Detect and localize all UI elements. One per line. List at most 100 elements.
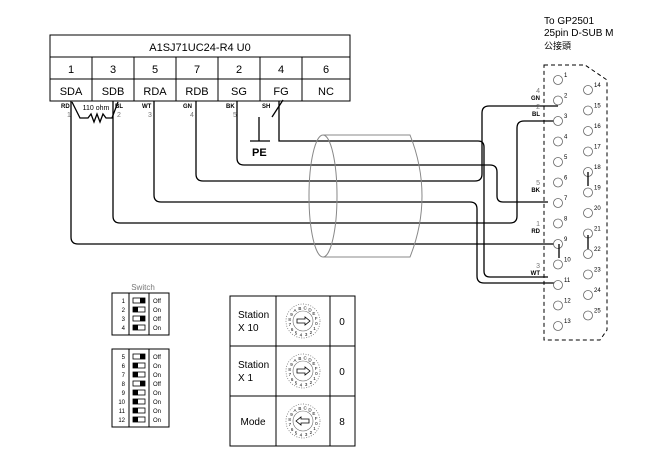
svg-text:3: 3	[148, 112, 152, 119]
dsub-pin	[553, 136, 563, 147]
dip-switch-row: 9 On	[122, 389, 161, 397]
svg-text:7: 7	[289, 322, 292, 327]
svg-text:SH: SH	[262, 104, 270, 110]
wire-wt-stub	[153, 101, 557, 284]
svg-text:8: 8	[288, 367, 291, 372]
svg-text:10: 10	[564, 258, 571, 264]
dip-switch-knob	[133, 408, 138, 413]
pin-number: 6	[323, 64, 329, 76]
svg-text:23: 23	[594, 268, 601, 274]
svg-text:Station: Station	[238, 310, 269, 321]
wire-gn	[195, 101, 558, 182]
svg-text:7: 7	[122, 373, 126, 379]
svg-text:10: 10	[118, 400, 125, 406]
dsub-pin	[583, 310, 593, 321]
svg-text:A: A	[294, 408, 297, 413]
svg-text:F: F	[315, 366, 318, 371]
dsub-pin	[553, 321, 563, 331]
dsub-pin	[583, 208, 593, 218]
dsub-pin	[553, 177, 563, 188]
svg-text:8: 8	[288, 317, 291, 322]
svg-text:11: 11	[564, 278, 571, 284]
svg-text:1: 1	[67, 112, 71, 119]
svg-text:3: 3	[305, 432, 308, 437]
dip-switch-state: On	[153, 418, 161, 424]
dsub-connector: To GP2501 25pin D-SUB M 公接頭 123456789101…	[531, 16, 613, 341]
svg-text:4: 4	[190, 112, 194, 119]
module-wire-label: GN 4	[183, 104, 194, 119]
wire-sh	[278, 101, 548, 278]
dip-switch-knob	[133, 417, 138, 422]
svg-text:6: 6	[122, 364, 126, 370]
svg-text:9: 9	[122, 391, 126, 397]
shield-ground: PE	[250, 99, 284, 159]
connector-wire-label: 4GN	[531, 88, 540, 102]
svg-text:0: 0	[315, 371, 318, 376]
svg-text:4: 4	[300, 382, 303, 387]
svg-text:8: 8	[288, 417, 291, 422]
svg-text:BK: BK	[531, 188, 540, 194]
svg-text:3: 3	[305, 332, 308, 337]
dsub-pin	[553, 116, 563, 126]
svg-text:6: 6	[564, 176, 568, 182]
connector-wire-label: 3WT	[531, 263, 541, 277]
svg-text:RD: RD	[61, 104, 70, 110]
svg-text:0: 0	[315, 421, 318, 426]
svg-text:13: 13	[564, 319, 571, 325]
dip-switch-state: Off	[153, 299, 161, 305]
dip-switch-knob	[133, 372, 138, 377]
svg-text:4: 4	[300, 432, 303, 437]
pin-number: 5	[152, 64, 158, 76]
dsub-pin	[583, 126, 593, 136]
dsub-pin	[553, 95, 563, 106]
svg-text:9: 9	[290, 312, 293, 317]
svg-text:8: 8	[122, 382, 126, 388]
svg-text:2: 2	[310, 380, 313, 385]
svg-text:6: 6	[291, 427, 294, 432]
dsub-pin	[583, 249, 593, 259]
svg-text:WT: WT	[531, 271, 541, 277]
svg-text:Mode: Mode	[240, 417, 265, 428]
cable-wires	[70, 101, 560, 284]
svg-text:B: B	[298, 356, 301, 361]
svg-text:GN: GN	[531, 96, 540, 102]
connector-title-2: 25pin D-SUB M	[544, 28, 613, 39]
svg-text:5: 5	[122, 355, 126, 361]
dip-switch-state: On	[153, 364, 161, 370]
svg-text:5: 5	[536, 180, 540, 187]
dip-switch-knob	[133, 325, 138, 330]
dsub-pin	[553, 239, 563, 249]
svg-text:C: C	[303, 306, 307, 311]
rotary-value: 8	[339, 417, 345, 428]
pin-number: 3	[110, 64, 116, 76]
pin-number: 2	[236, 64, 242, 76]
dsub-pin	[553, 75, 563, 85]
dip-switch-state: On	[153, 391, 161, 397]
svg-text:B: B	[298, 306, 301, 311]
wire-bk	[236, 101, 548, 203]
svg-text:4: 4	[300, 332, 303, 337]
terminating-resistor: 110 ohm	[71, 101, 119, 124]
dip-switch-state: On	[153, 326, 161, 332]
svg-text:3: 3	[122, 317, 126, 323]
svg-text:2: 2	[310, 430, 313, 435]
svg-text:D: D	[308, 357, 312, 362]
connector-wire-label: 2BL	[532, 104, 540, 118]
dip-switch-state: On	[153, 400, 161, 406]
dsub-pin	[553, 300, 563, 311]
svg-text:4: 4	[536, 88, 540, 95]
dsub-pin	[553, 198, 563, 208]
dial-arrow-icon	[296, 316, 311, 326]
svg-text:RD: RD	[531, 229, 540, 235]
cable-jacket	[308, 134, 423, 258]
svg-text:GN: GN	[183, 104, 192, 110]
resistor-label: 110 ohm	[83, 105, 110, 112]
